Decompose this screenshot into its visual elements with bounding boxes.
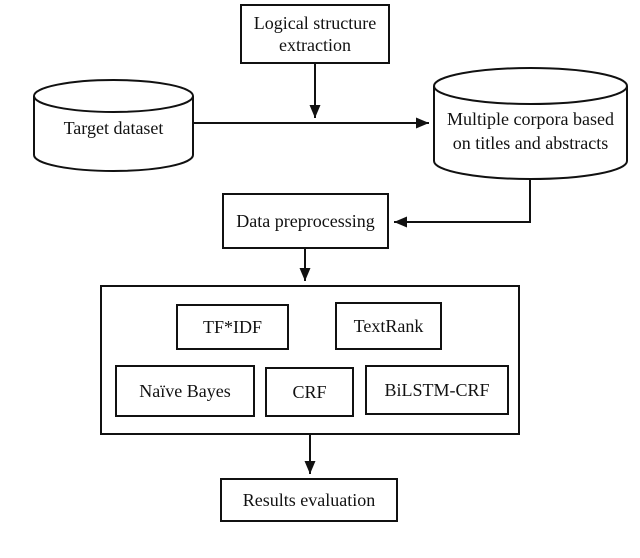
naive-bayes-box: Naïve Bayes: [115, 365, 255, 417]
results-evaluation-label: Results evaluation: [242, 490, 376, 510]
crf-box: CRF: [265, 367, 354, 417]
methods-container-box: TF*IDF TextRank Naïve Bayes CRF BiLSTM-C…: [100, 285, 520, 435]
database-cylinder-shape: [33, 79, 194, 172]
logical-structure-extraction-box: Logical structure extraction: [240, 4, 390, 64]
multiple-corpora-cylinder: Multiple corpora based on titles and abs…: [433, 67, 628, 180]
tfidf-label: TF*IDF: [202, 317, 262, 337]
naive-bayes-label: Naïve Bayes: [139, 381, 231, 401]
textrank-label: TextRank: [353, 316, 424, 336]
crf-label: CRF: [292, 382, 327, 402]
bilstm-crf-box: BiLSTM-CRF: [365, 365, 509, 415]
target-dataset-label: Target dataset: [63, 118, 164, 138]
data-preprocessing-box: Data preprocessing: [222, 193, 389, 249]
tfidf-box: TF*IDF: [176, 304, 289, 350]
logical-structure-extraction-label: Logical structure extraction: [253, 13, 377, 55]
textrank-box: TextRank: [335, 302, 442, 350]
database-cylinder-shape: [433, 67, 628, 180]
results-evaluation-box: Results evaluation: [220, 478, 398, 522]
target-dataset-cylinder: Target dataset: [33, 79, 194, 172]
arrow-corpora-to-preprocessing: [394, 179, 531, 228]
multiple-corpora-label: Multiple corpora based on titles and abs…: [447, 109, 614, 153]
data-preprocessing-label: Data preprocessing: [236, 211, 375, 231]
bilstm-crf-label: BiLSTM-CRF: [384, 380, 490, 400]
